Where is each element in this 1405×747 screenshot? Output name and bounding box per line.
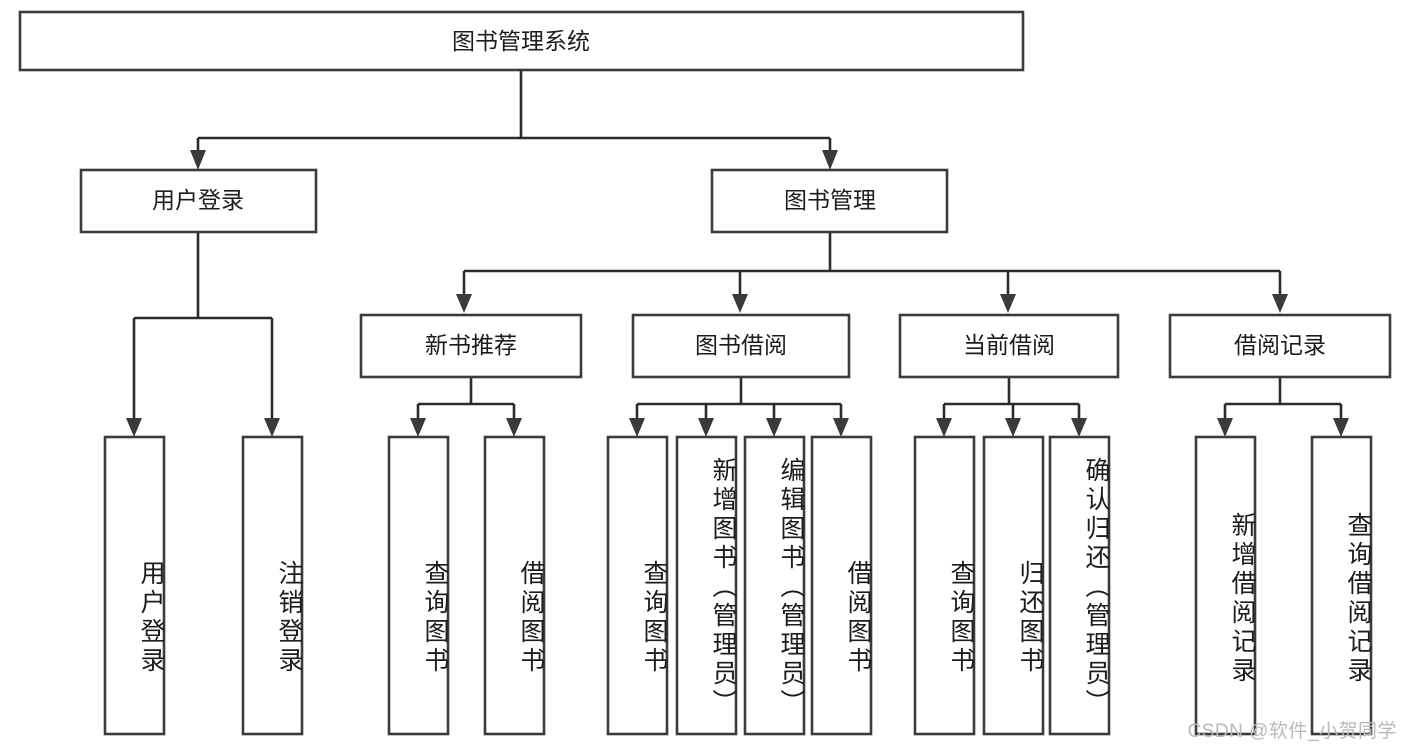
- borrow-record-label: 借阅记录: [1234, 332, 1326, 358]
- leaf-box-logout-login[interactable]: [241, 435, 304, 736]
- arrowhead-leaf-return-book: [1005, 418, 1021, 437]
- arrowhead-leaf-user-login: [126, 418, 142, 437]
- connectors-current-borrow-to-leaves: [936, 378, 1087, 437]
- leaf-box-add-book[interactable]: [675, 435, 738, 736]
- root-node-label: 图书管理系统: [452, 28, 590, 54]
- leaf-box-query-book-2[interactable]: [606, 435, 669, 736]
- leaf-box-borrow-book-1[interactable]: [483, 435, 546, 736]
- book-borrow-label: 图书借阅: [695, 332, 787, 358]
- leaf-box-return-book[interactable]: [982, 435, 1045, 736]
- arrowhead-leaf-borrow-book-1: [506, 418, 522, 437]
- arrowhead-leaf-query-book-3: [936, 418, 952, 437]
- connectors-root-to-level2: [190, 70, 838, 170]
- new-book-recommend-label: 新书推荐: [425, 332, 517, 358]
- arrowhead-leaf-logout-login: [264, 418, 280, 437]
- arrowhead-leaf-query-book-1: [410, 418, 426, 437]
- arrowhead-leaf-query-book-2: [629, 418, 645, 437]
- new-book-recommend-box[interactable]: [359, 313, 583, 379]
- leaf-box-borrow-book-2[interactable]: [810, 435, 873, 736]
- arrowhead-user-login: [190, 150, 206, 170]
- node-new-book-recommend[interactable]: 新书推荐: [359, 313, 583, 379]
- leaf-box-query-book-1[interactable]: [387, 435, 450, 736]
- arrowhead-current-borrow: [1000, 294, 1016, 313]
- leaf-box-add-record[interactable]: [1194, 435, 1257, 736]
- arrowhead-book-management: [822, 150, 838, 170]
- leaf-box-query-record[interactable]: [1310, 435, 1373, 736]
- borrow-record-box[interactable]: [1168, 313, 1392, 379]
- arrowhead-leaf-edit-book: [766, 418, 782, 437]
- root-node-box[interactable]: [18, 10, 1025, 72]
- arrowhead-leaf-query-record: [1333, 418, 1349, 437]
- current-borrow-label: 当前借阅: [963, 332, 1055, 358]
- arrowhead-new-book-recommend: [456, 294, 472, 313]
- arrowhead-leaf-borrow-book-2: [833, 418, 849, 437]
- book-management-box[interactable]: [710, 168, 949, 234]
- arrowhead-book-borrow: [732, 294, 748, 313]
- node-book-borrow[interactable]: 图书借阅: [631, 313, 851, 379]
- node-borrow-record[interactable]: 借阅记录: [1168, 313, 1392, 379]
- connectors-borrow-record-to-leaves: [1217, 378, 1349, 437]
- arrowhead-leaf-add-record: [1217, 418, 1233, 437]
- leaf-box-edit-book[interactable]: [743, 435, 806, 736]
- node-current-borrow[interactable]: 当前借阅: [898, 313, 1120, 379]
- book-borrow-box[interactable]: [631, 313, 851, 379]
- leaf-box-confirm-return[interactable]: [1048, 435, 1111, 736]
- node-root-book-management-system[interactable]: 图书管理系统: [18, 10, 1025, 72]
- connectors-user-login-to-leaves: [126, 232, 280, 437]
- node-user-login[interactable]: 用户登录: [79, 168, 318, 234]
- arrowhead-borrow-record: [1272, 294, 1288, 313]
- user-login-label: 用户登录: [152, 187, 244, 213]
- book-management-label: 图书管理: [784, 187, 876, 213]
- connectors-new-book-to-leaves: [410, 378, 522, 437]
- leaf-box-user-login[interactable]: [103, 435, 166, 736]
- arrowhead-leaf-confirm-return: [1071, 418, 1087, 437]
- node-book-management[interactable]: 图书管理: [710, 168, 949, 234]
- user-login-box[interactable]: [79, 168, 318, 234]
- connectors-book-borrow-to-leaves: [629, 378, 849, 437]
- csdn-watermark: CSDN @软件_小贺同学: [1187, 721, 1397, 742]
- connectors-level2-to-level3: [456, 232, 1288, 313]
- current-borrow-box[interactable]: [898, 313, 1120, 379]
- leaf-boxes-group: [103, 435, 1373, 736]
- leaf-box-query-book-3[interactable]: [913, 435, 976, 736]
- arrowhead-leaf-add-book: [698, 418, 714, 437]
